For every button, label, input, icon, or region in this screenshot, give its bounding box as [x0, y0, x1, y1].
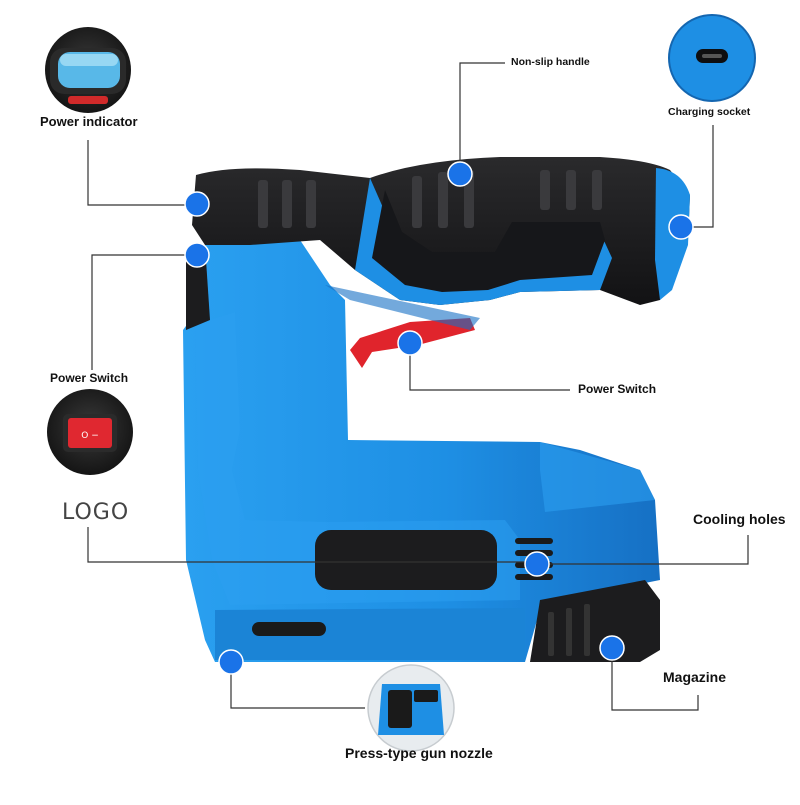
nozzle-slot: [252, 622, 326, 636]
label-non-slip-handle: Non-slip handle: [511, 56, 590, 68]
marker-trigger: [397, 330, 423, 356]
marker-charging-socket: [668, 214, 694, 240]
label-magazine: Magazine: [663, 669, 727, 685]
marker-handle: [447, 161, 473, 187]
marker-cooling-holes: [524, 551, 550, 577]
leader-lines: [87, 62, 749, 711]
gun-nozzle-closeup: [367, 664, 455, 752]
trigger-guard: [325, 285, 480, 330]
logo-placeholder: LOGO: [62, 500, 130, 525]
grip-ridges: [258, 170, 602, 228]
charging-socket-closeup: [668, 14, 756, 102]
label-power-switch-right: Power Switch: [578, 382, 657, 396]
battery-ridges: [548, 604, 590, 656]
marker-magazine: [599, 635, 625, 661]
power-indicator-closeup: [45, 27, 131, 113]
label-power-switch-left: Power Switch: [50, 371, 129, 385]
label-power-indicator: Power indicator: [40, 114, 138, 129]
marker-nozzle: [218, 649, 244, 675]
label-gun-nozzle: Press-type gun nozzle: [345, 745, 493, 761]
marker-power-switch-front: [184, 242, 210, 268]
label-charging-socket: Charging socket: [668, 106, 751, 118]
battery-pack: [530, 580, 660, 662]
switch-marks: O −: [81, 431, 99, 441]
handle-inlay-inner: [372, 190, 605, 292]
magazine-rail: [215, 608, 525, 660]
lower-grip: [315, 530, 497, 590]
label-cooling-holes: Cooling holes: [693, 511, 786, 527]
marker-power-indicator: [184, 191, 210, 217]
markers: [184, 161, 694, 675]
power-switch-closeup: O −: [47, 389, 133, 475]
rear-housing: [540, 442, 655, 512]
